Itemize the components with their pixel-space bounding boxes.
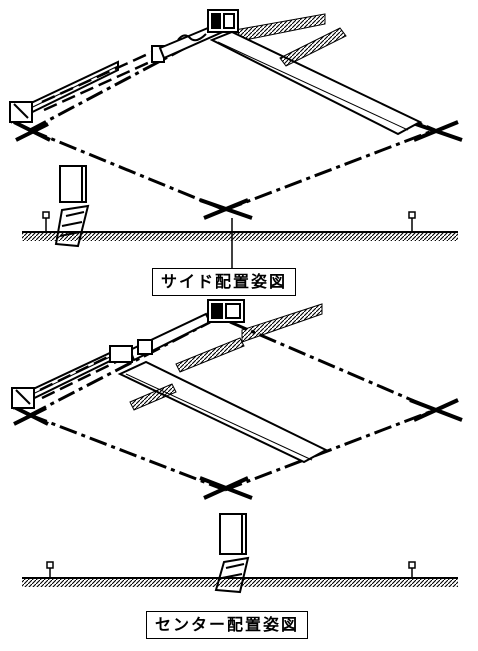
- corner-cross-bottom: [199, 198, 253, 220]
- corner-cross-right-center: [409, 398, 463, 422]
- traverse-beam-center: [117, 360, 329, 464]
- right-beam-hatch: [279, 27, 347, 67]
- corner-cross-bottom-center: [199, 476, 253, 500]
- traverse-beam-side: [209, 30, 423, 136]
- floor-side: [22, 231, 458, 241]
- area-outline-side: [29, 38, 436, 212]
- corner-cross-right: [409, 120, 463, 142]
- floor-post-left-center: [46, 561, 54, 578]
- corner-cross-left: [13, 120, 51, 142]
- floor-center: [22, 577, 458, 587]
- caption-center-arrangement: センター配置姿図: [146, 611, 309, 639]
- floor-post-right-center: [408, 561, 416, 578]
- floor-post-left-side: [42, 211, 50, 232]
- floor-post-right-side: [408, 211, 416, 232]
- caption-side-arrangement: サイド配置姿図: [152, 268, 297, 296]
- side-rail-left-dashed: [41, 42, 173, 112]
- drive-unit-side: [177, 9, 239, 42]
- caption-side-text: サイド配置姿図: [161, 272, 288, 291]
- drive-unit-top-center: [207, 299, 245, 323]
- upper-beam-hatch-center: [175, 337, 245, 373]
- area-outline-center: [29, 320, 436, 492]
- top-beam-hatch-center: [241, 303, 323, 343]
- caption-center-text: センター配置姿図: [155, 615, 300, 634]
- top-beam-hatch: [234, 13, 326, 43]
- side-arrangement-diagram: [9, 9, 463, 268]
- lower-beam-hatch-center: [129, 383, 177, 411]
- center-arrangement-diagram: [11, 299, 463, 594]
- trolley-unit-center: [109, 339, 153, 363]
- side-rail-left-dashed-center: [39, 350, 121, 400]
